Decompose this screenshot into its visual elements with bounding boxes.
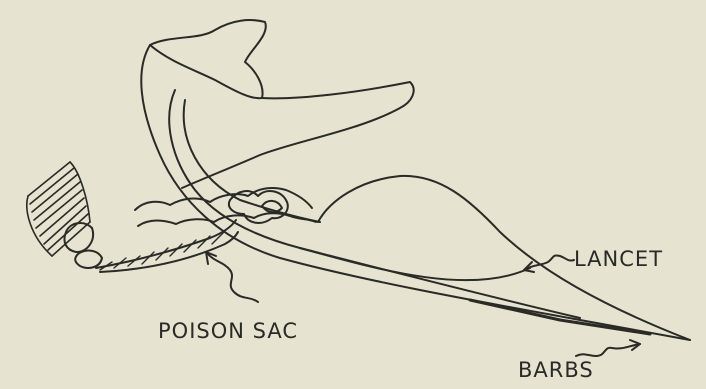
inner-rod <box>184 100 320 222</box>
sheath-outer <box>141 45 690 340</box>
poison-sac-leader <box>206 252 258 302</box>
lancet-line <box>300 248 530 280</box>
curved-arm <box>182 82 414 188</box>
gland-duct-lower <box>138 213 316 226</box>
gland-knob <box>64 223 93 252</box>
poison-sac-label: POISON SAC <box>158 321 298 342</box>
barbs-label: BARBS <box>518 360 594 381</box>
gland-knob-2 <box>75 251 102 268</box>
bristle-tuft <box>27 162 90 256</box>
lancet-label: LANCET <box>574 249 663 270</box>
barbs-leader <box>576 344 640 356</box>
gland-lobes <box>229 191 288 223</box>
upper-plate <box>150 20 266 98</box>
poison-sac-outline <box>96 220 236 268</box>
